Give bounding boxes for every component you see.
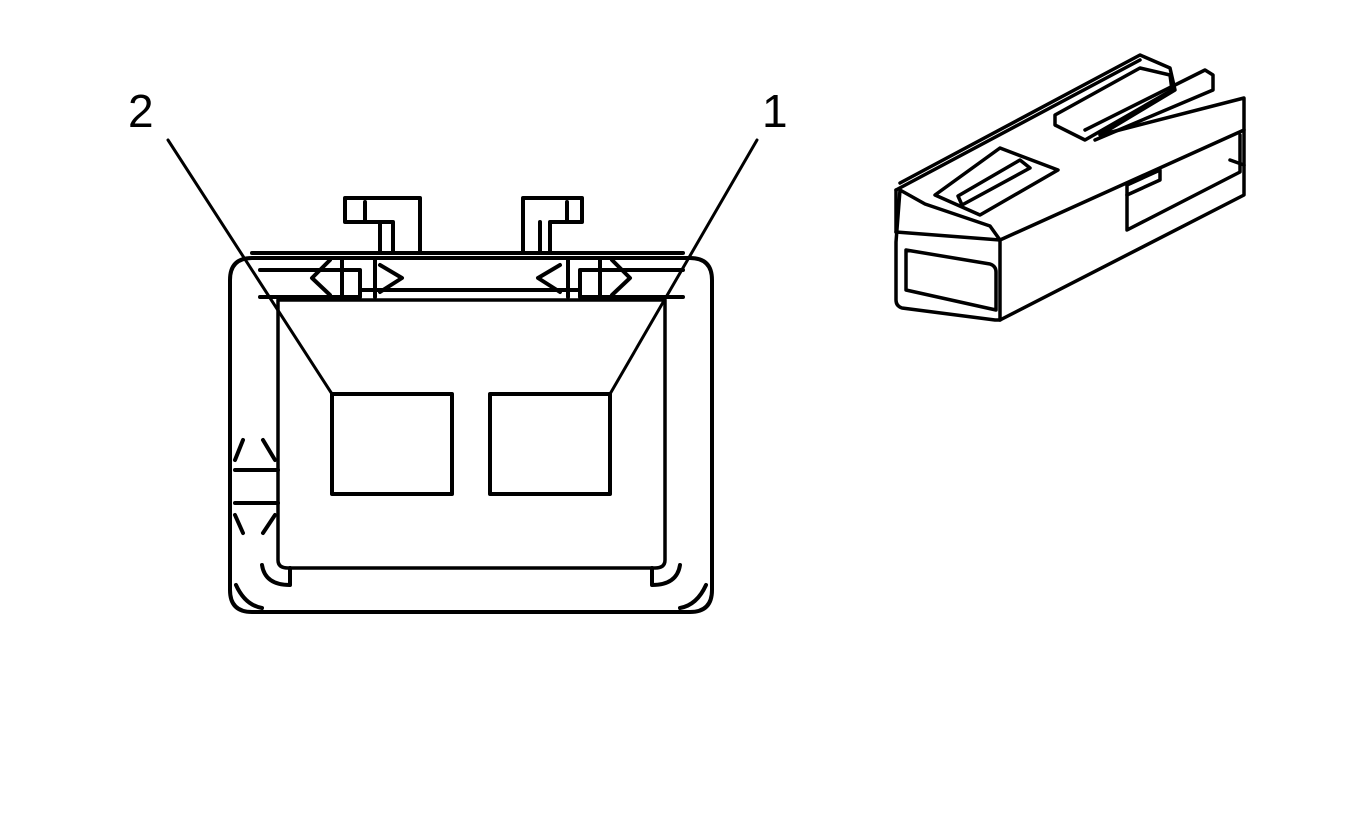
callout-label-1: 1	[762, 85, 788, 137]
latch-tab-right	[521, 196, 584, 255]
leader-line-2	[166, 138, 334, 396]
latch-tab-left	[343, 196, 422, 255]
leader-line-1	[608, 138, 759, 396]
terminal-cavity-1	[488, 392, 612, 496]
connector-end-view	[228, 196, 714, 614]
outer-housing-outline	[228, 256, 714, 614]
terminal-cavity-2	[330, 392, 454, 496]
callout-label-2: 2	[128, 85, 154, 137]
inner-frame-outline	[276, 298, 667, 570]
connector-isometric-view	[894, 53, 1246, 322]
